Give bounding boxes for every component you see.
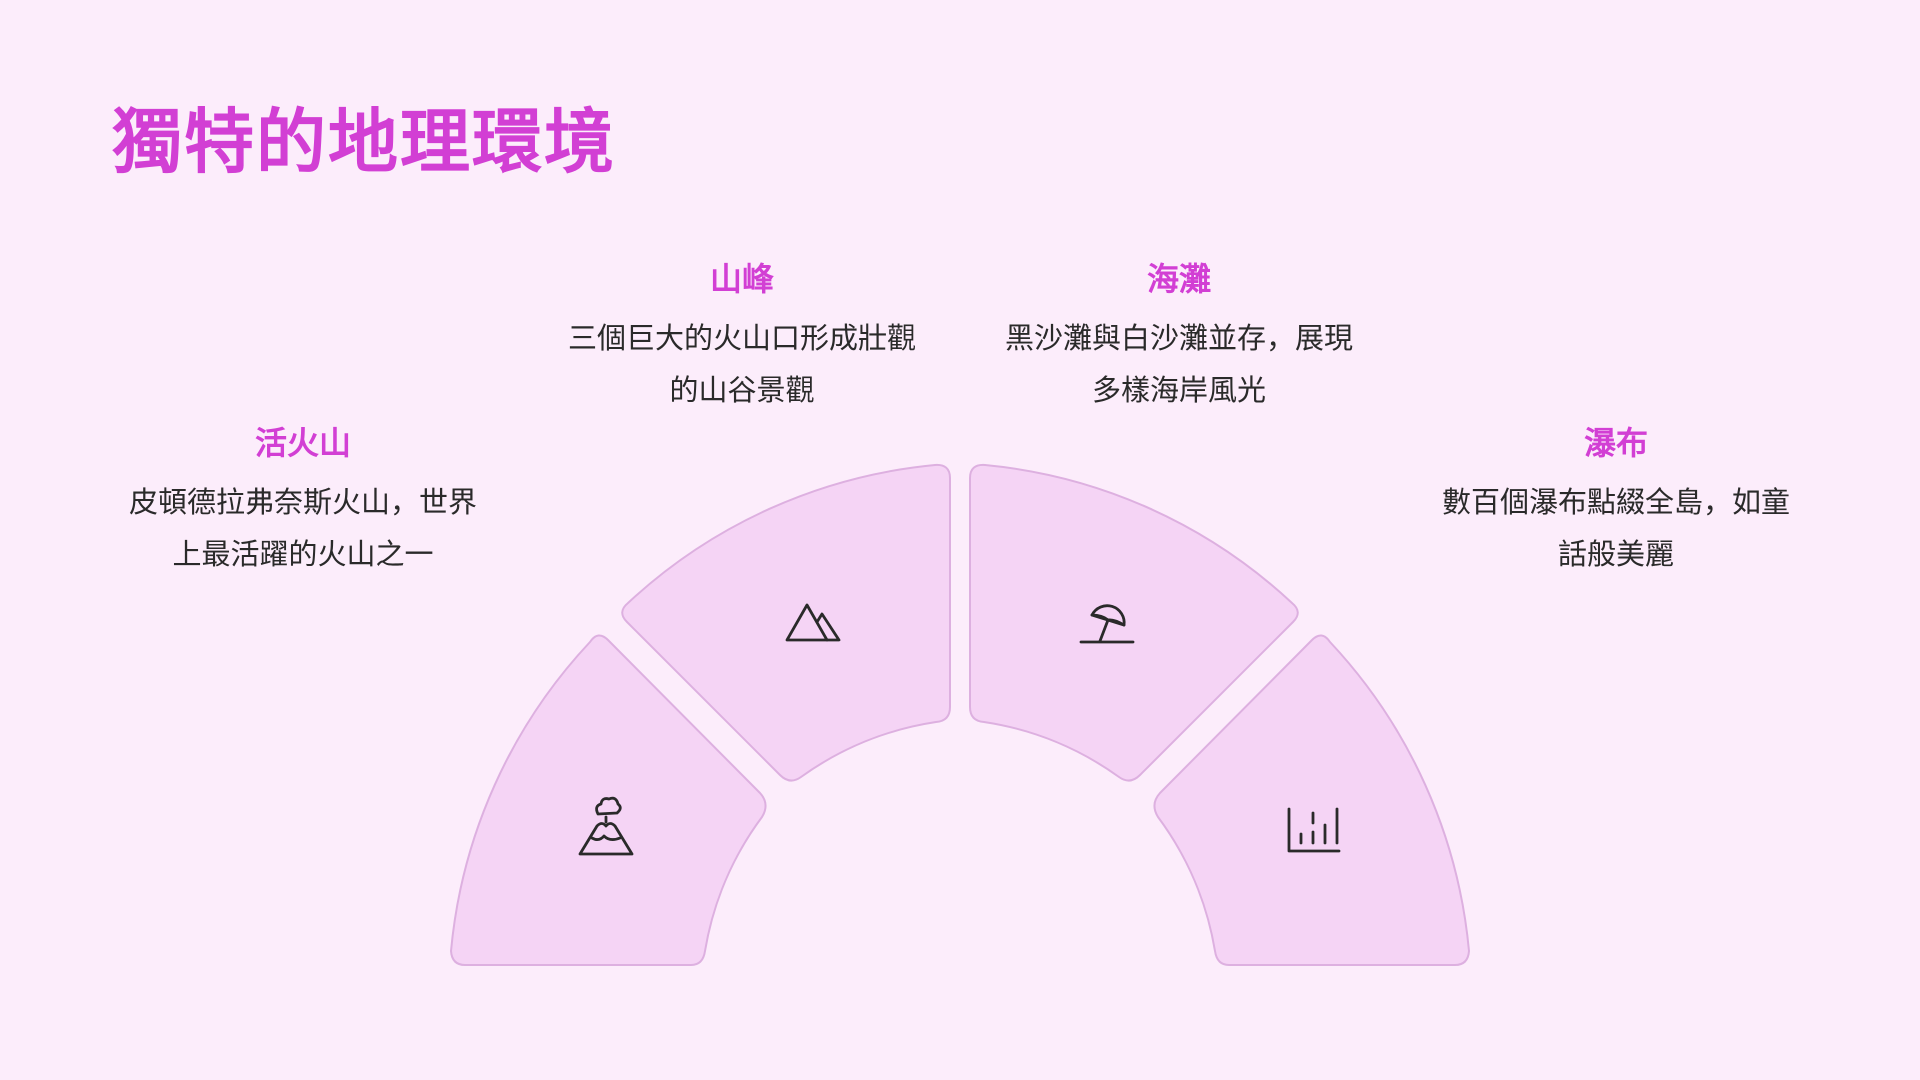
feature-description-line2: 上最活躍的火山之一 <box>172 537 434 571</box>
page-title: 獨特的地理環境 <box>112 101 616 183</box>
segment-beach[interactable] <box>969 463 1299 782</box>
waterfall-icon <box>1287 807 1341 853</box>
feature-beach: 海灘 黑沙灘與白沙灘並存，展現 多樣海岸風光 <box>979 256 1379 416</box>
feature-description-line2: 的山谷景觀 <box>669 373 815 407</box>
feature-peaks: 山峰 三個巨大的火山口形成壯觀 的山谷景觀 <box>542 256 942 416</box>
volcano-icon <box>578 796 634 856</box>
segment-mountains[interactable] <box>621 463 951 782</box>
feature-description-line1: 數百個瀑布點綴全島，如童 <box>1441 485 1790 519</box>
feature-description-line2: 多樣海岸風光 <box>1091 373 1266 407</box>
feature-description-line1: 黑沙灘與白沙灘並存，展現 <box>1004 321 1353 355</box>
feature-description-line2: 話般美麗 <box>1557 537 1674 571</box>
feature-volcano: 活火山 皮頓德拉弗奈斯火山，世界 上最活躍的火山之一 <box>103 420 503 580</box>
feature-heading: 活火山 <box>254 424 351 462</box>
feature-description-line1: 三個巨大的火山口形成壯觀 <box>567 321 916 355</box>
beach-umbrella-icon <box>1079 604 1135 644</box>
feature-heading: 瀑布 <box>1583 424 1648 462</box>
segment-volcano[interactable] <box>450 634 767 966</box>
feature-heading: 海灘 <box>1146 260 1211 298</box>
feature-heading: 山峰 <box>709 260 774 298</box>
segment-waterfall[interactable] <box>1153 634 1470 966</box>
feature-description-line1: 皮頓德拉弗奈斯火山，世界 <box>128 485 477 519</box>
mountains-icon <box>785 603 841 642</box>
feature-waterfall: 瀑布 數百個瀑布點綴全島，如童 話般美麗 <box>1416 420 1816 580</box>
